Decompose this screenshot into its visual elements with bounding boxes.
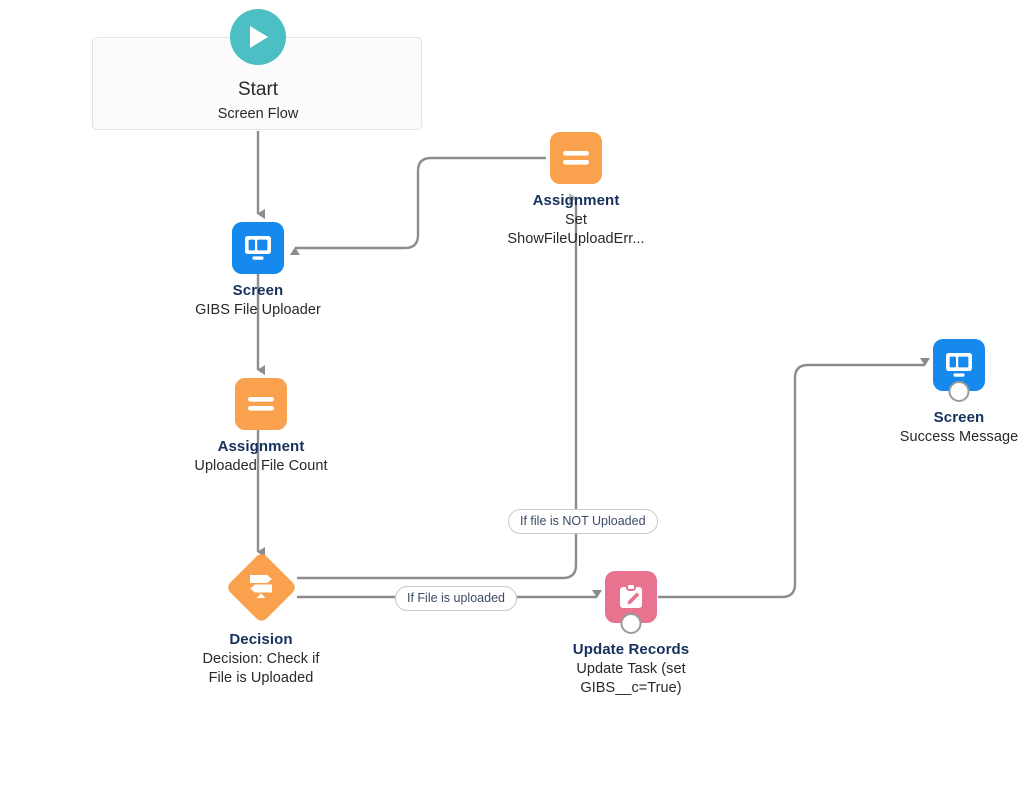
update-records-clipboard-icon bbox=[605, 571, 657, 634]
start-subtitle: Screen Flow bbox=[217, 106, 299, 123]
start-labels: Start Screen Flow bbox=[218, 77, 299, 125]
start-title: Start bbox=[237, 79, 279, 100]
assignment-equals-icon bbox=[235, 378, 287, 430]
node-update-records[interactable]: Update Records Update Task (set GIBS__c=… bbox=[545, 571, 717, 699]
node-badge-circle bbox=[948, 381, 970, 402]
connector-label-if-file-is-uploaded[interactable]: If File is uploaded bbox=[395, 586, 517, 611]
node-subtitle: Uploaded File Count bbox=[194, 457, 328, 474]
assignment-error-labels: Assignment Set ShowFileUploadErr... bbox=[507, 191, 644, 250]
node-subtitle-line2: ShowFileUploadErr... bbox=[507, 231, 645, 248]
node-screen-success-message[interactable]: Screen Success Message bbox=[873, 339, 1023, 447]
screen-success-labels: Screen Success Message bbox=[900, 408, 1018, 447]
decision-labels: Decision Decision: Check if File is Uplo… bbox=[203, 630, 320, 689]
node-subtitle-line1: Decision: Check if bbox=[202, 650, 320, 667]
node-subtitle: Success Message bbox=[899, 428, 1019, 445]
node-screen-gibs-file-uploader[interactable]: Screen GIBS File Uploader bbox=[172, 222, 344, 320]
node-decision-check-if-file-is-uploaded[interactable]: Decision Decision: Check if File is Uplo… bbox=[172, 550, 350, 689]
update-records-labels: Update Records Update Task (set GIBS__c=… bbox=[573, 640, 689, 699]
node-subtitle-line2: GIBS__c=True) bbox=[580, 680, 682, 697]
node-title: Screen bbox=[232, 282, 284, 299]
screen-icon bbox=[232, 222, 284, 274]
connector-label-if-file-is-not-uploaded[interactable]: If file is NOT Uploaded bbox=[508, 509, 658, 534]
node-subtitle-line1: Update Task (set bbox=[576, 660, 686, 677]
play-icon bbox=[230, 9, 286, 65]
node-subtitle: GIBS File Uploader bbox=[195, 301, 321, 318]
node-start[interactable]: Start Screen Flow bbox=[92, 9, 424, 125]
node-title: Assignment bbox=[532, 192, 620, 209]
node-subtitle-line2: File is Uploaded bbox=[208, 670, 314, 687]
node-title: Assignment bbox=[217, 438, 305, 455]
node-title: Decision bbox=[229, 631, 293, 648]
assignment-count-labels: Assignment Uploaded File Count bbox=[194, 437, 327, 476]
node-title: Update Records bbox=[572, 641, 690, 658]
node-assignment-set-show-file-upload-error[interactable]: Assignment Set ShowFileUploadErr... bbox=[490, 132, 662, 250]
screen-icon bbox=[933, 339, 985, 402]
screen-gibs-labels: Screen GIBS File Uploader bbox=[195, 281, 321, 320]
node-subtitle-line1: Set bbox=[565, 211, 587, 228]
assignment-equals-icon bbox=[550, 132, 602, 184]
node-title: Screen bbox=[933, 409, 985, 426]
node-badge-circle bbox=[620, 613, 642, 634]
decision-signpost-icon bbox=[224, 550, 298, 624]
node-assignment-uploaded-file-count[interactable]: Assignment Uploaded File Count bbox=[172, 378, 350, 476]
